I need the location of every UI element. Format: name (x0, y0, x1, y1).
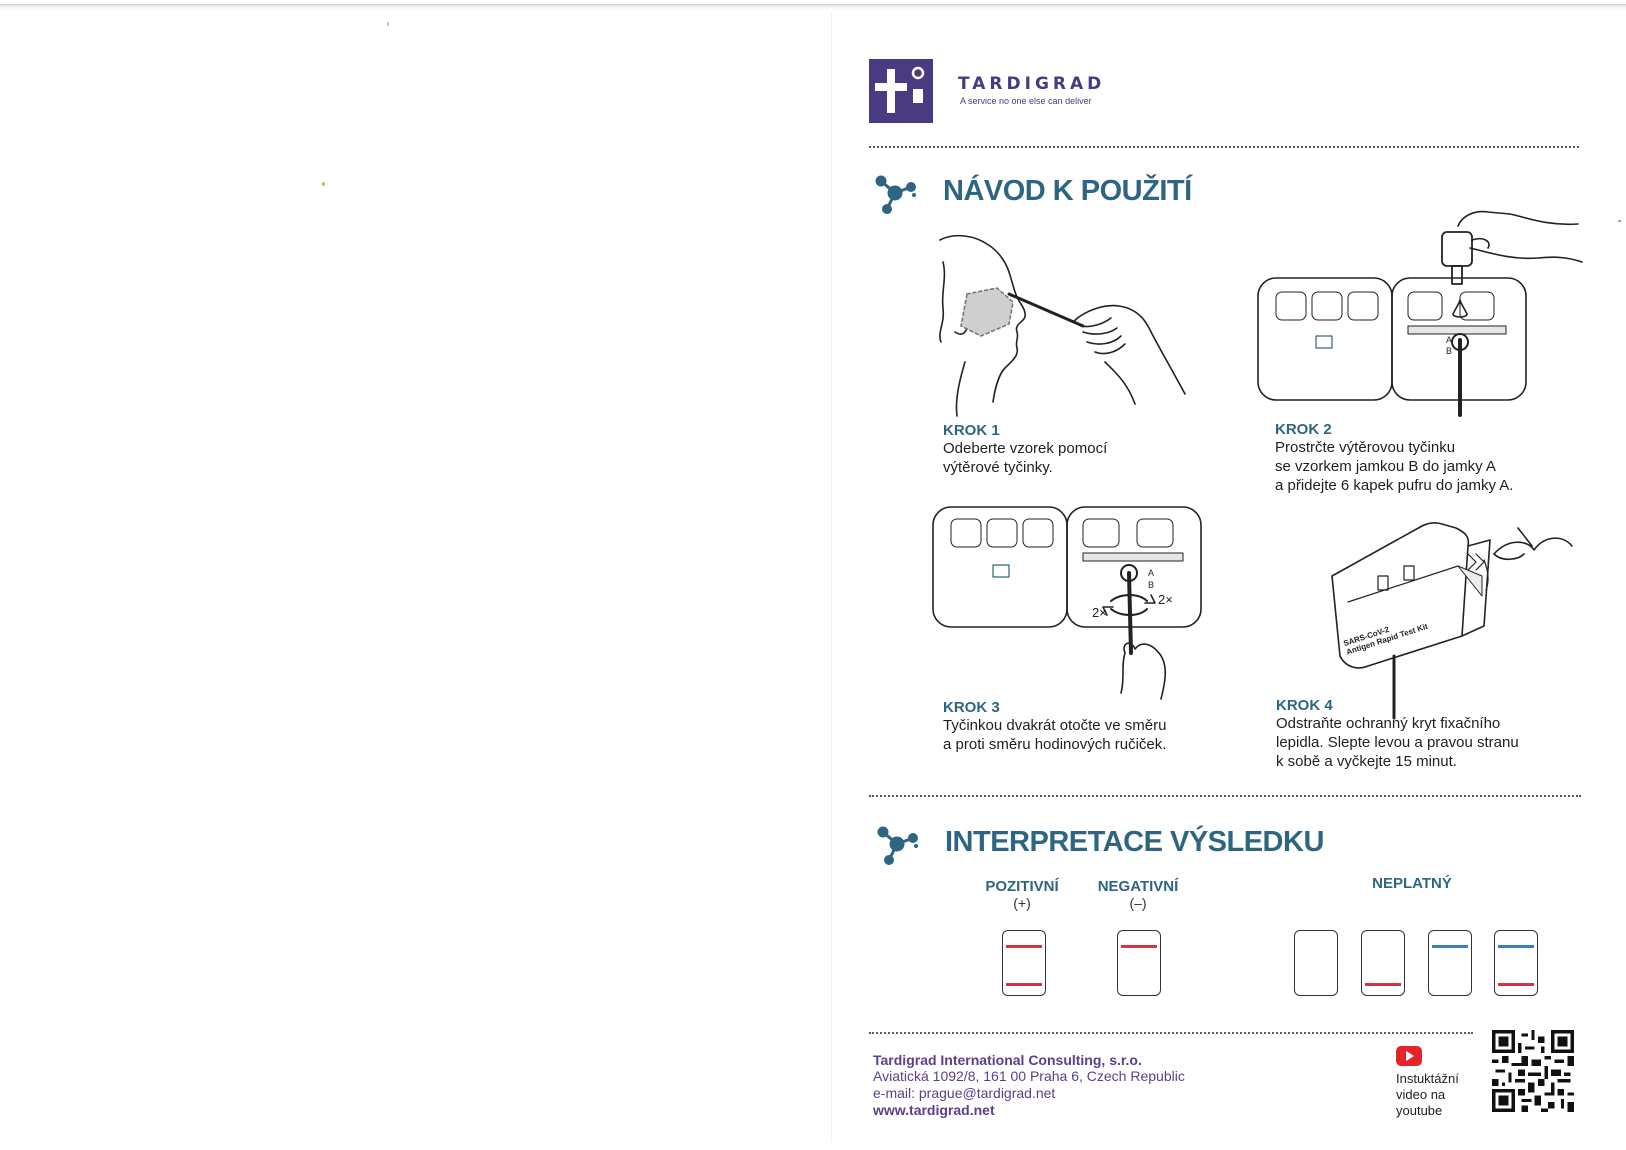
youtube-text: Instuktážní (1396, 1071, 1459, 1086)
negative-result: NEGATIVNÍ (–) (1088, 878, 1188, 911)
positive-sign: (+) (1013, 895, 1031, 911)
company-website[interactable]: www.tardigrad.net (873, 1102, 995, 1118)
step3-well-b-label: B (1148, 580, 1155, 590)
step-3: KROK 3 Tyčinkou dvakrát otočte ve směru … (943, 699, 1166, 754)
step-text: se vzorkem jamkou B do jamky A (1275, 458, 1496, 475)
cassette-invalid-1 (1294, 930, 1338, 996)
negative-label: NEGATIVNÍ (1097, 878, 1179, 895)
positive-label: POZITIVNÍ (985, 878, 1059, 895)
step-text: k sobě a vyčkejte 15 minut. (1276, 753, 1457, 770)
test-line (1006, 983, 1042, 986)
interpretation-title: INTERPRETACE VÝSLEDKU (945, 826, 1324, 858)
divider (869, 1032, 1473, 1034)
step-2: KROK 2 Prostrčte výtěrovou tyčinku se vz… (1275, 421, 1513, 495)
step-text: Odeberte vzorek pomocí (943, 440, 1108, 457)
youtube-text: youtube (1396, 1103, 1443, 1118)
youtube-text: video na (1396, 1087, 1446, 1102)
step-text: Tyčinkou dvakrát otočte ve směru (943, 717, 1167, 734)
step-text: a proti směru hodinových ručiček. (943, 736, 1167, 753)
step-4: KROK 4 Odstraňte ochranný kryt fixačního… (1276, 697, 1519, 771)
control-line (1498, 945, 1534, 948)
cassette-negative (1117, 930, 1161, 996)
scan-speck (1618, 220, 1621, 222)
step2-well-b-label: B (1446, 346, 1453, 356)
scan-edge (0, 4, 1626, 10)
footer-contact: Tardigrad International Consulting, s.r.… (873, 1052, 1185, 1119)
step-title: KROK 3 (943, 699, 1000, 716)
company-name: Tardigrad International Consulting, s.r.… (873, 1052, 1142, 1068)
step2-illustration (1248, 200, 1586, 428)
control-line (1432, 945, 1468, 948)
scan-speck (322, 182, 325, 186)
youtube-link[interactable]: Instuktážní video na youtube (1396, 1071, 1459, 1119)
qr-code-icon[interactable] (1492, 1030, 1574, 1112)
page-fold (831, 12, 832, 1142)
control-line (1121, 945, 1157, 948)
step-text: lepidla. Slepte levou a pravou stranu (1276, 734, 1519, 751)
step-text: výtěrové tyčinky. (943, 459, 1053, 476)
step-text: Prostrčte výtěrovou tyčinku (1275, 439, 1456, 456)
test-line (1498, 983, 1534, 986)
step-text: a přidejte 6 kapek pufru do jamky A. (1275, 477, 1514, 494)
rotation-count-left: 2× (1092, 605, 1107, 620)
molecule-icon (875, 173, 919, 217)
instructions-title: NÁVOD K POUŽITÍ (943, 175, 1192, 207)
positive-result: POZITIVNÍ (+) (972, 878, 1072, 911)
scan-speck (387, 22, 389, 26)
step2-well-a-label: A (1446, 335, 1453, 345)
step4-illustration (1318, 506, 1580, 721)
invalid-result: NEPLATNÝ (1362, 875, 1462, 892)
brand-tagline: A service no one else can deliver (960, 96, 1092, 106)
step3-illustration (925, 503, 1205, 713)
rotation-count-right: 2× (1158, 592, 1173, 607)
test-line (1365, 983, 1401, 986)
brand-name: TARDIGRAD (958, 74, 1106, 94)
divider (869, 146, 1579, 148)
step-title: KROK 4 (1276, 697, 1333, 714)
cassette-invalid-2 (1361, 930, 1405, 996)
step-title: KROK 2 (1275, 421, 1332, 438)
step-title: KROK 1 (943, 422, 1000, 439)
negative-sign: (–) (1129, 895, 1147, 911)
control-line (1006, 945, 1042, 948)
cassette-invalid-4 (1494, 930, 1538, 996)
molecule-icon (877, 824, 921, 868)
youtube-icon[interactable] (1396, 1046, 1422, 1066)
invalid-label: NEPLATNÝ (1372, 875, 1452, 892)
step3-well-a-label: A (1148, 568, 1155, 578)
cassette-positive (1002, 930, 1046, 996)
step-1: KROK 1 Odeberte vzorek pomocí výtěrové t… (943, 422, 1107, 477)
company-address: Aviatická 1092/8, 161 00 Praha 6, Czech … (873, 1068, 1185, 1084)
step1-illustration (935, 232, 1195, 417)
cassette-invalid-3 (1428, 930, 1472, 996)
divider (869, 795, 1581, 797)
tardigrad-logo (869, 59, 933, 123)
company-email[interactable]: e-mail: prague@tardigrad.net (873, 1085, 1056, 1101)
step-text: Odstraňte ochranný kryt fixačního (1276, 715, 1501, 732)
